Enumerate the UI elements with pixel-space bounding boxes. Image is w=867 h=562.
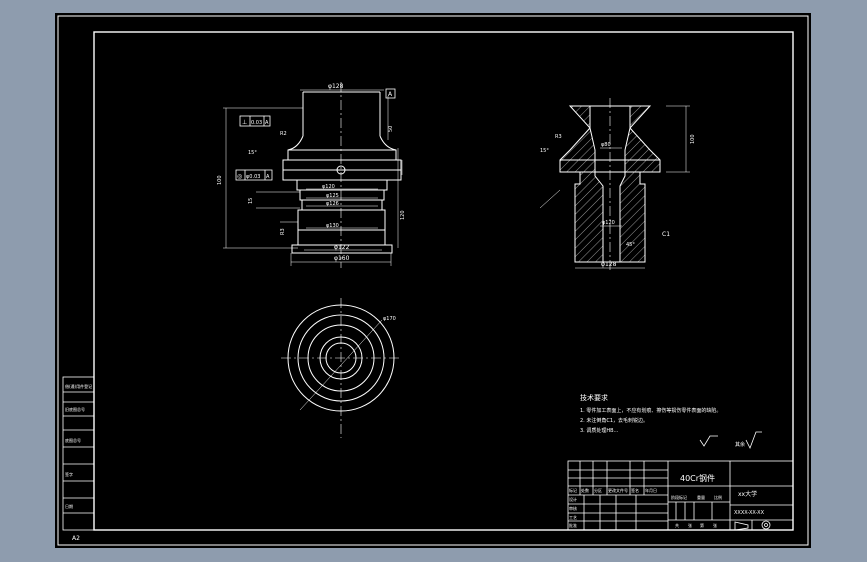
- svg-text:A: A: [265, 120, 269, 126]
- tolerance-frame-concentricity: ◎ φ0.03 A: [235, 169, 273, 181]
- tb-scale-label-3: 比例: [714, 494, 722, 500]
- sv-dim-chamfer: C1: [662, 231, 670, 238]
- fv-dim-angle: 15°: [248, 150, 257, 156]
- left-strip-label-5: 日期: [65, 503, 73, 509]
- fv-dim-inner: φ122: [334, 244, 350, 251]
- tolerance-frame-perpendicularity: ⊥ 0.03 A: [239, 115, 271, 127]
- tech-req-1: 1. 零件加工表面上，不应有划痕、擦伤等损伤零件表面的缺陷。: [580, 407, 721, 414]
- title-drawing-no: XXXX-XX-XX: [734, 510, 765, 516]
- sv-dim-bottom: φ128: [601, 261, 617, 268]
- sv-dim-radius: R3: [555, 134, 562, 140]
- front-view: [223, 82, 403, 268]
- fv-dim-bottom: φ160: [334, 255, 350, 262]
- tb-scale-label-1: 阶段标记: [671, 494, 687, 500]
- sv-dim-height: 100: [690, 134, 696, 144]
- drawing-frame: [93, 31, 794, 531]
- sv-dim-angle: 45°: [626, 242, 635, 248]
- svg-text:φ0.03: φ0.03: [246, 174, 260, 180]
- sheet-size-label: A2: [72, 535, 80, 542]
- tech-req-heading: 技术要求: [580, 393, 608, 402]
- fv-dim-right: 120: [400, 210, 406, 220]
- svg-text:⊥: ⊥: [242, 119, 247, 126]
- tb-sheet-label-3: 第: [700, 522, 704, 528]
- left-strip: [62, 376, 95, 531]
- section-view: [539, 98, 690, 272]
- sv-dim-inner: φ120: [602, 220, 615, 226]
- left-strip-label-3: 底图总号: [65, 437, 81, 443]
- tb-sheet-label-1: 共: [675, 522, 679, 528]
- left-strip-label-2: 旧底图总号: [65, 406, 85, 412]
- tb-col-label-2: 审核: [569, 505, 577, 511]
- sv-dim-angle2: 15°: [540, 148, 549, 154]
- tb-row-label-4: 更改文件号: [608, 487, 628, 493]
- tb-sheet-label-4: 张: [713, 522, 717, 528]
- datum-box: [385, 88, 396, 99]
- fv-dim-neck: 50: [388, 126, 394, 132]
- tech-req-2: 2. 未注倒角C1，去毛刺锐边。: [580, 417, 648, 424]
- fv-dim-step1: φ120: [322, 184, 335, 190]
- fv-dim-r2: R2: [280, 131, 287, 137]
- fv-dim-step2: φ125: [326, 193, 339, 199]
- tb-col-label-3: 工艺: [569, 515, 577, 520]
- datum-label: A: [388, 91, 393, 98]
- fv-dim-step4: φ130: [326, 223, 339, 229]
- tb-row-label-5: 签名: [631, 487, 639, 493]
- top-view: [281, 298, 401, 438]
- fv-dim-top: φ128: [328, 83, 344, 90]
- svg-text:0.03: 0.03: [251, 120, 262, 126]
- left-strip-label-4: 签字: [65, 471, 73, 477]
- title-company: xx大学: [738, 490, 757, 498]
- tv-dim-outer: φ170: [383, 316, 396, 322]
- drawing-background: [55, 13, 811, 548]
- tech-req-3: 3. 调质处理HB...: [580, 427, 619, 434]
- tb-sheet-label-2: 张: [688, 522, 692, 528]
- projection-symbol-icon: [734, 520, 771, 531]
- tb-row-label-3: 分区: [594, 487, 602, 493]
- title-material: 40Cr钢件: [680, 473, 715, 483]
- svg-text:A: A: [266, 174, 270, 180]
- fv-dim-step3: φ126: [326, 201, 339, 207]
- roughness-symbol: [699, 431, 762, 449]
- tb-col-label-1: 设计: [569, 496, 577, 502]
- roughness-note: 其余: [735, 441, 745, 448]
- fv-dim-height: 100: [217, 175, 223, 185]
- tb-row-label-6: 年月日: [645, 487, 657, 493]
- left-strip-label-1: 借(通)用件登记: [65, 383, 92, 389]
- fv-dim-small: 15: [248, 198, 254, 204]
- fv-dim-r3: R3: [280, 228, 286, 235]
- tb-scale-label-2: 重量: [697, 494, 705, 500]
- svg-text:◎: ◎: [237, 173, 242, 180]
- sheet-border: [57, 15, 809, 546]
- tb-row-label-2: 处数: [581, 487, 589, 493]
- sv-dim-bore: φ80: [601, 142, 611, 148]
- tb-row-label-1: 标记: [569, 487, 577, 493]
- title-block: [567, 460, 794, 531]
- tb-col-label-4: 批准: [569, 522, 577, 528]
